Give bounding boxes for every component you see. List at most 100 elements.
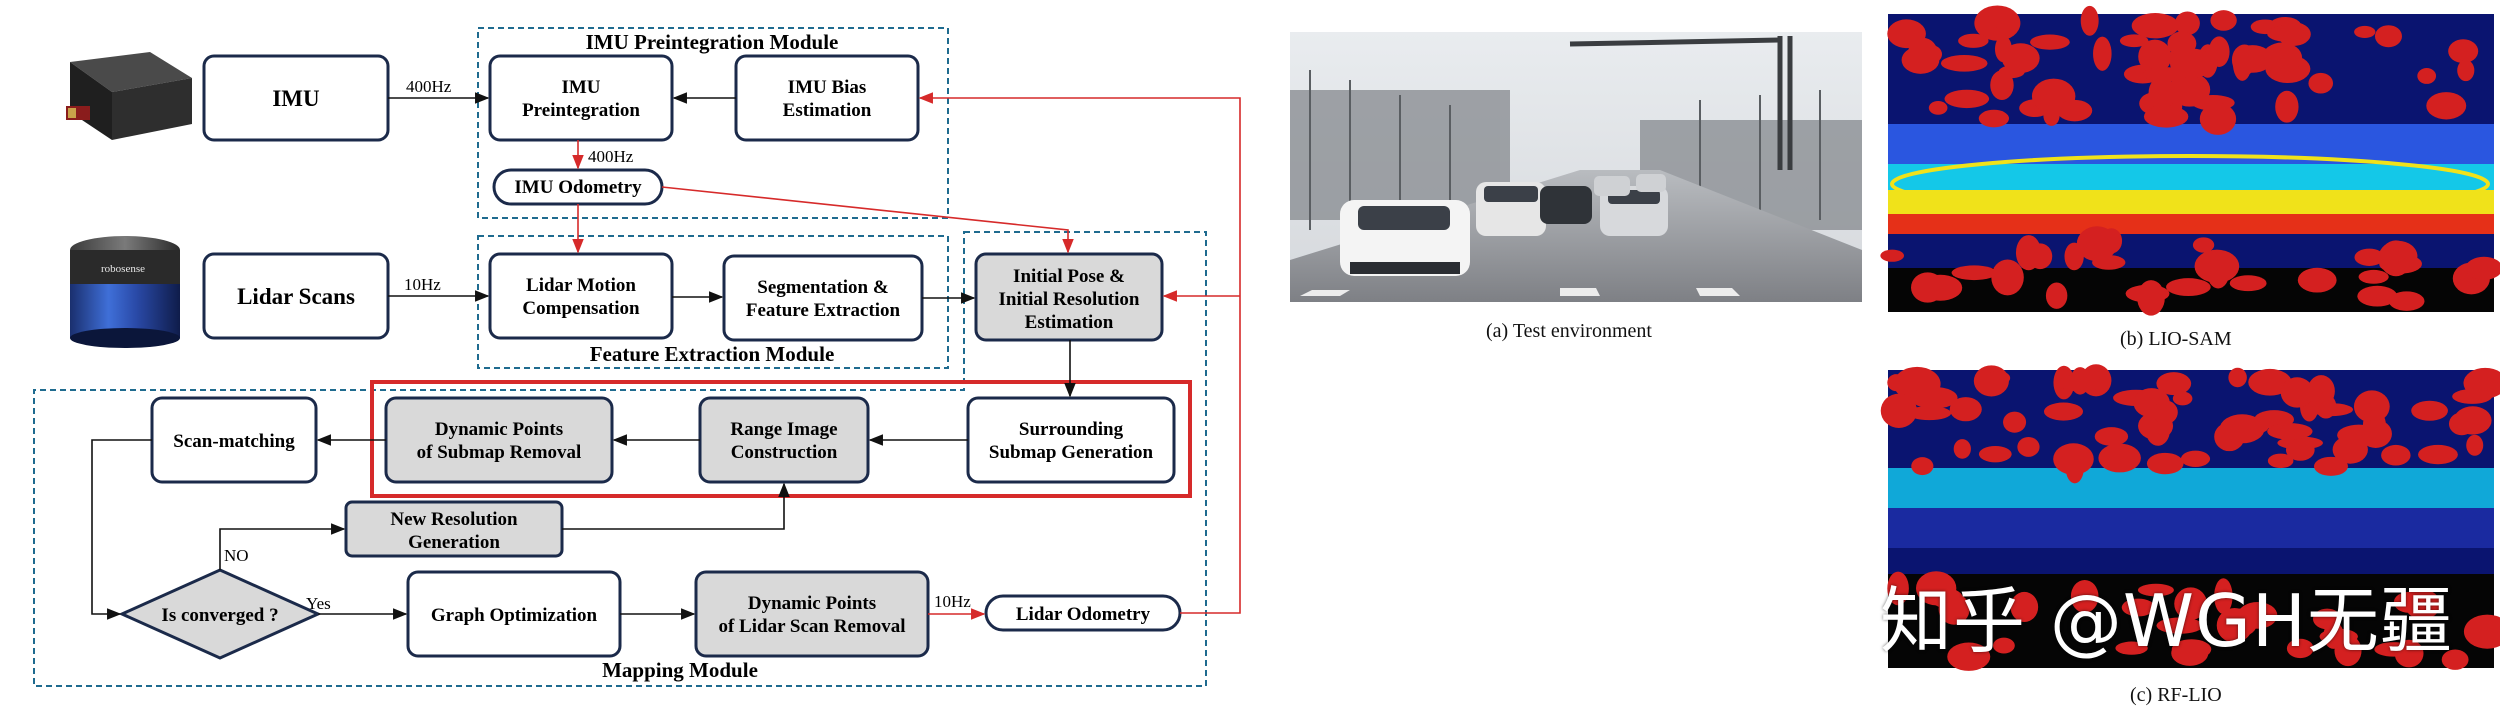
point-cluster bbox=[1986, 370, 2011, 386]
point-cluster bbox=[2192, 237, 2215, 253]
node-dynamic-submap-removal: Dynamic Points of Submap Removal bbox=[384, 396, 614, 484]
point-cluster bbox=[1887, 374, 1905, 392]
point-cluster bbox=[2156, 617, 2204, 634]
point-cluster bbox=[2137, 583, 2174, 597]
point-cluster bbox=[1993, 637, 2015, 654]
svg-text:Graph Optimization: Graph Optimization bbox=[431, 605, 598, 626]
point-cluster bbox=[2308, 72, 2334, 94]
point-cluster bbox=[2167, 31, 2197, 56]
point-cluster bbox=[1928, 101, 1948, 115]
point-cluster bbox=[2172, 391, 2193, 406]
point-cluster bbox=[2146, 452, 2184, 475]
svg-text:IMU: IMU bbox=[272, 86, 320, 111]
point-cluster bbox=[1940, 55, 1988, 72]
node-segmentation: Segmentation & Feature Extraction bbox=[722, 254, 924, 342]
point-cluster bbox=[2232, 45, 2252, 81]
point-cluster bbox=[2379, 240, 2413, 277]
svg-text:Lidar Odometry: Lidar Odometry bbox=[1016, 604, 1151, 625]
svg-text:Estimation: Estimation bbox=[783, 100, 872, 121]
point-cluster bbox=[2275, 90, 2299, 123]
car-right bbox=[1600, 186, 1668, 236]
label-lidar-rate: 10Hz bbox=[404, 275, 441, 294]
point-cluster bbox=[1907, 406, 1952, 421]
point-cluster bbox=[1887, 571, 1909, 606]
caption-b: (b) LIO-SAM bbox=[2120, 328, 2232, 350]
point-cluster bbox=[1947, 642, 1991, 671]
node-initial-pose: Initial Pose & Initial Resolution Estima… bbox=[974, 252, 1164, 342]
module-feature-extraction: Feature Extraction Module bbox=[477, 235, 949, 369]
point-cluster bbox=[1996, 263, 2016, 277]
point-cluster bbox=[2174, 587, 2208, 620]
point-cluster bbox=[2357, 285, 2398, 307]
point-cluster bbox=[2094, 427, 2129, 446]
point-cluster bbox=[2214, 578, 2233, 614]
point-cluster bbox=[2003, 411, 2027, 433]
point-cluster bbox=[2045, 282, 2068, 309]
point-cluster bbox=[2286, 638, 2314, 659]
point-cluster bbox=[2017, 436, 2040, 457]
point-cluster bbox=[2262, 42, 2303, 74]
point-cluster bbox=[1951, 265, 1997, 281]
car-center bbox=[1476, 182, 1546, 236]
svg-text:Is converged ?: Is converged ? bbox=[161, 605, 278, 626]
point-cluster bbox=[1949, 397, 1982, 422]
point-cluster bbox=[2381, 444, 2411, 466]
point-cluster bbox=[1944, 89, 1990, 109]
point-cluster bbox=[2312, 608, 2342, 630]
point-cluster bbox=[1907, 37, 1939, 74]
node-graph-optimization: Graph Optimization bbox=[406, 570, 622, 658]
point-cluster bbox=[2417, 68, 2437, 84]
pointcloud-rf-lio bbox=[1880, 364, 2500, 671]
node-new-resolution: New Resolution Generation bbox=[344, 500, 564, 558]
point-cluster bbox=[2393, 591, 2424, 613]
svg-text:Generation: Generation bbox=[408, 532, 500, 553]
point-cluster bbox=[2248, 368, 2292, 396]
point-cluster bbox=[2148, 76, 2176, 111]
point-cluster bbox=[2210, 10, 2237, 31]
svg-text:Feature Extraction: Feature Extraction bbox=[746, 300, 901, 321]
point-cluster bbox=[1911, 272, 1945, 303]
node-imu-bias-estimation: IMU Bias Estimation bbox=[734, 54, 920, 142]
label-imu-rate: 400Hz bbox=[406, 77, 452, 96]
point-cluster bbox=[2131, 13, 2179, 39]
watermark: 知乎 @WGH无疆 bbox=[1880, 579, 2454, 663]
svg-text:IMU: IMU bbox=[561, 77, 600, 98]
point-cluster bbox=[1880, 249, 1905, 262]
module-title-mapping: Mapping Module bbox=[602, 658, 758, 682]
svg-text:Segmentation &: Segmentation & bbox=[757, 277, 888, 298]
point-cluster bbox=[2267, 25, 2305, 42]
point-cluster bbox=[2229, 275, 2267, 292]
node-range-image: Range Image Construction bbox=[698, 396, 870, 484]
point-cluster bbox=[2207, 256, 2230, 289]
node-lidar-odometry: Lidar Odometry bbox=[984, 594, 1182, 632]
point-cluster bbox=[2070, 367, 2090, 395]
point-cluster bbox=[2448, 39, 2479, 64]
point-cluster bbox=[2466, 434, 2484, 456]
node-surrounding-submap: Surrounding Submap Generation bbox=[966, 396, 1176, 484]
car-dark bbox=[1540, 186, 1592, 224]
point-cluster bbox=[2092, 255, 2126, 270]
point-cluster bbox=[1953, 439, 1971, 459]
point-cluster bbox=[2065, 453, 2084, 484]
point-cluster bbox=[2168, 72, 2211, 107]
svg-text:Dynamic Points: Dynamic Points bbox=[748, 593, 876, 614]
svg-text:Preintegration: Preintegration bbox=[522, 100, 640, 121]
svg-text:Submap Generation: Submap Generation bbox=[989, 442, 1154, 463]
module-mapping: Mapping Module bbox=[33, 231, 1207, 687]
car-left bbox=[1340, 200, 1470, 276]
svg-text:of Submap Removal: of Submap Removal bbox=[417, 442, 582, 463]
point-cluster bbox=[2359, 419, 2392, 449]
point-cluster bbox=[2280, 377, 2314, 408]
svg-text:Range Image: Range Image bbox=[730, 419, 837, 440]
point-cluster bbox=[2315, 394, 2337, 419]
point-cluster bbox=[2093, 36, 2112, 71]
point-cluster bbox=[1990, 70, 2014, 100]
svg-text:IMU Odometry: IMU Odometry bbox=[514, 177, 642, 198]
node-imu-odometry: IMU Odometry bbox=[492, 168, 664, 206]
point-cluster bbox=[1978, 445, 2012, 463]
module-imu-preintegration: IMU Preintegration Module bbox=[477, 27, 949, 219]
point-cluster bbox=[2153, 400, 2178, 425]
point-cluster bbox=[2354, 25, 2376, 38]
point-cluster bbox=[2297, 267, 2337, 293]
